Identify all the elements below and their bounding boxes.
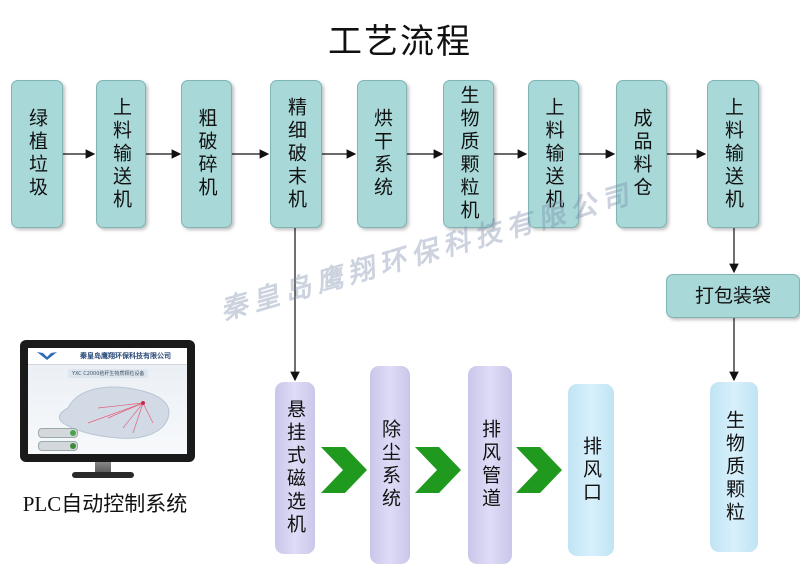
chevron-3-icon	[516, 447, 562, 493]
page-title: 工艺流程	[328, 22, 472, 62]
box-exhaust-outlet: 排风口	[568, 384, 614, 556]
box-conveyor-2: 上料输送机	[528, 80, 579, 228]
chevron-1-icon	[321, 447, 367, 493]
box-packing: 打包装袋	[666, 274, 800, 318]
box-exhaust-duct: 排风管道	[468, 366, 512, 564]
plc-monitor: 秦皇岛鹰翔环保科技有限公司 YXC C2000秸秆生物质颗粒设备	[20, 340, 195, 462]
screen-company-name: 秦皇岛鹰翔环保科技有限公司	[80, 352, 171, 360]
box-dust-removal: 除尘系统	[370, 366, 410, 564]
box-final-product: 生物质颗粒	[710, 382, 758, 552]
box-green-plants: 绿植垃圾	[11, 80, 63, 228]
box-coarse-crusher: 粗破碎机	[181, 80, 232, 228]
screen-toggle-2	[38, 441, 78, 451]
monitor-screen: 秦皇岛鹰翔环保科技有限公司 YXC C2000秸秆生物质颗粒设备	[28, 348, 187, 454]
chevron-2-icon	[415, 447, 461, 493]
box-fine-crusher: 精细破末机	[270, 80, 322, 228]
monitor-stand	[95, 462, 111, 474]
box-magnetic-separator: 悬挂式磁选机	[275, 382, 315, 554]
box-conveyor-3: 上料输送机	[707, 80, 759, 228]
monitor-base	[72, 472, 134, 478]
box-product-silo: 成品料仓	[616, 80, 667, 228]
china-map-icon	[58, 386, 170, 439]
box-conveyor-1: 上料输送机	[96, 80, 146, 228]
screen-subtitle: YXC C2000秸秆生物质颗粒设备	[68, 369, 149, 378]
box-pellet-machine: 生物质颗粒机	[443, 80, 494, 228]
screen-header: 秦皇岛鹰翔环保科技有限公司	[28, 348, 187, 365]
screen-toggle-1	[38, 428, 78, 438]
box-dryer: 烘干系统	[357, 80, 407, 228]
company-logo-icon	[37, 352, 57, 360]
plc-label: PLC自动控制系统	[22, 492, 188, 516]
